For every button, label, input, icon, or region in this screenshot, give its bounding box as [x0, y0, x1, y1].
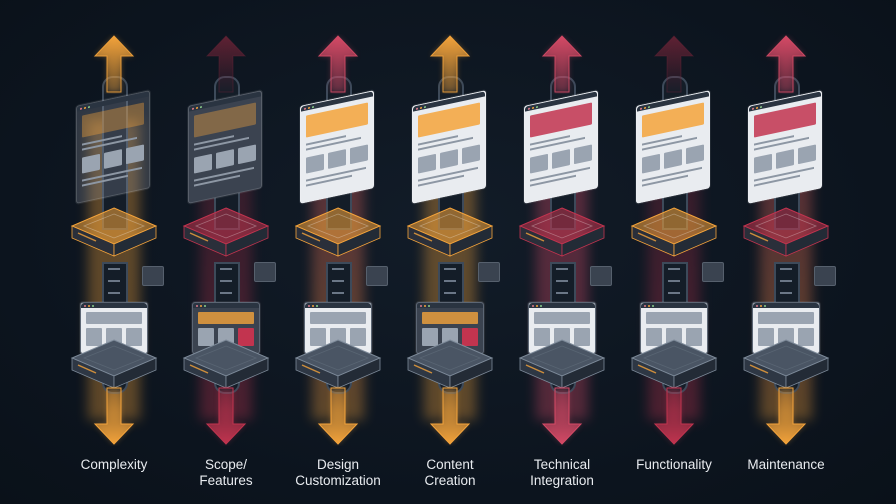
column-scope-features: Scope/ Features: [170, 0, 282, 504]
column-label: Complexity: [58, 457, 170, 473]
ladder-rung: [668, 268, 680, 270]
ladder-rung: [332, 280, 344, 282]
form-card: [254, 262, 276, 282]
ladder-rung: [444, 280, 456, 282]
top-platform: [182, 206, 270, 271]
label-line-1: Scope/: [204, 457, 248, 472]
up-arrow-icon: [313, 34, 363, 94]
column-label: Technical Integration: [506, 457, 618, 489]
down-arrow-icon: [761, 386, 811, 446]
top-platform: [70, 206, 158, 271]
ladder-rung: [332, 268, 344, 270]
label-line-1: Complexity: [80, 457, 148, 472]
down-arrow-icon: [425, 386, 475, 446]
label-line-2: Creation: [424, 473, 476, 488]
top-window-gear-settings-windows: [524, 90, 598, 204]
column-maintenance: Maintenance: [730, 0, 842, 504]
image-icon: [142, 266, 164, 286]
ladder-rung: [556, 268, 568, 270]
ladder-rung: [556, 280, 568, 282]
ladder-rung: [780, 280, 792, 282]
chart-card: [702, 262, 724, 282]
top-window-image-rich-content-window: [412, 90, 486, 204]
down-arrow-icon: [201, 386, 251, 446]
bottom-platform: [630, 338, 718, 403]
ladder-rung: [780, 292, 792, 294]
column-label: Content Creation: [394, 457, 506, 489]
column-content-creation: Content Creation: [394, 0, 506, 504]
wireframe-card: [590, 266, 612, 286]
label-line-2: Integration: [530, 473, 594, 488]
label-line-2: Customization: [295, 473, 381, 488]
up-arrow-icon: [425, 34, 475, 94]
top-platform: [294, 206, 382, 271]
column-label: Scope/ Features: [170, 457, 282, 489]
column-technical-integration: Technical Integration: [506, 0, 618, 504]
top-window-branded-site-window: [300, 90, 374, 204]
ladder-rung: [220, 268, 232, 270]
column-label: Design Customization: [282, 457, 394, 489]
ladder-rung: [108, 292, 120, 294]
ladder-rung: [780, 268, 792, 270]
label-line-1: Design: [316, 457, 360, 472]
top-window-multi-panel-app-window: [636, 90, 710, 204]
down-arrow-icon: [537, 386, 587, 446]
column-label: Maintenance: [730, 457, 842, 473]
ladder-rung: [444, 268, 456, 270]
ladder-rung: [108, 268, 120, 270]
up-arrow-icon: [537, 34, 587, 94]
up-arrow-icon: [201, 34, 251, 94]
top-platform: [406, 206, 494, 271]
up-arrow-icon: [649, 34, 699, 94]
ladder-rung: [108, 280, 120, 282]
label-line-1: Content: [426, 457, 474, 472]
column-functionality: Functionality: [618, 0, 730, 504]
connector: [478, 262, 500, 282]
top-window-analytics-dashboard-window: [748, 90, 822, 204]
bottom-window-wireframe-layout-window: [304, 302, 372, 354]
ladder-rung: [220, 280, 232, 282]
down-arrow-icon: [313, 386, 363, 446]
top-platform: [742, 206, 830, 271]
bottom-platform: [518, 338, 606, 403]
ladder-rung: [556, 292, 568, 294]
up-arrow-icon: [761, 34, 811, 94]
ladder-rung: [220, 292, 232, 294]
label-line-1: Maintenance: [747, 457, 825, 472]
column-design-customization: Design Customization: [282, 0, 394, 504]
top-window-layered-wireframe-panels: [76, 90, 150, 204]
top-window-ecommerce-store-window: [188, 90, 262, 204]
shield-check: [814, 266, 836, 286]
column-complexity: Complexity: [58, 0, 170, 504]
up-arrow-icon: [89, 34, 139, 94]
top-platform: [518, 206, 606, 271]
down-arrow-icon: [649, 386, 699, 446]
ladder-rung: [668, 280, 680, 282]
color-palette-doc: [366, 266, 388, 286]
ladder-rung: [444, 292, 456, 294]
down-arrow-icon: [89, 386, 139, 446]
bottom-platform: [182, 338, 270, 403]
ladder-rung: [668, 292, 680, 294]
bottom-window-content-blocks-window: [416, 302, 484, 354]
column-label: Functionality: [618, 457, 730, 473]
label-line-1: Technical: [533, 457, 591, 472]
bottom-platform: [406, 338, 494, 403]
top-platform: [630, 206, 718, 271]
label-line-1: Functionality: [636, 457, 712, 472]
bottom-platform: [70, 338, 158, 403]
ladder-rung: [332, 292, 344, 294]
label-line-2: Features: [199, 473, 253, 488]
